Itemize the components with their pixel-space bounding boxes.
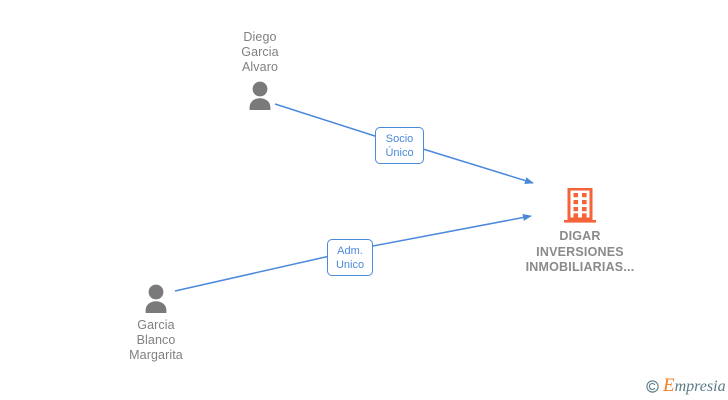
- node-person-margarita[interactable]: Garcia Blanco Margarita: [81, 283, 231, 363]
- company-label: DIGAR INVERSIONES INMOBILIARIAS...: [525, 229, 635, 274]
- person-icon: [145, 284, 167, 313]
- edge-socio-unico-line-right: [422, 148, 534, 184]
- person-label: Garcia Blanco Margarita: [129, 318, 183, 362]
- edge-socio-unico-line-left: [274, 103, 379, 138]
- node-person-diego[interactable]: Diego Garcia Alvaro: [185, 30, 335, 110]
- empresia-watermark: Empresia: [646, 375, 726, 396]
- edge-label-adm-unico[interactable]: Adm. Unico: [327, 239, 373, 276]
- brand-initial: E: [663, 375, 675, 396]
- edge-adm-unico-line-right: [372, 214, 532, 247]
- person-icon: [249, 81, 271, 110]
- building-icon: [564, 188, 596, 223]
- edge-adm-unico-line-left: [174, 255, 331, 292]
- brand-rest: mpresia: [674, 378, 726, 395]
- copyright-icon: [646, 380, 659, 393]
- person-label: Diego Garcia Alvaro: [241, 30, 279, 74]
- edge-label-socio-unico[interactable]: Socio Único: [375, 127, 424, 164]
- brand-wordmark: Empresia: [663, 375, 726, 396]
- node-company-digar[interactable]: DIGAR INVERSIONES INMOBILIARIAS...: [509, 188, 651, 276]
